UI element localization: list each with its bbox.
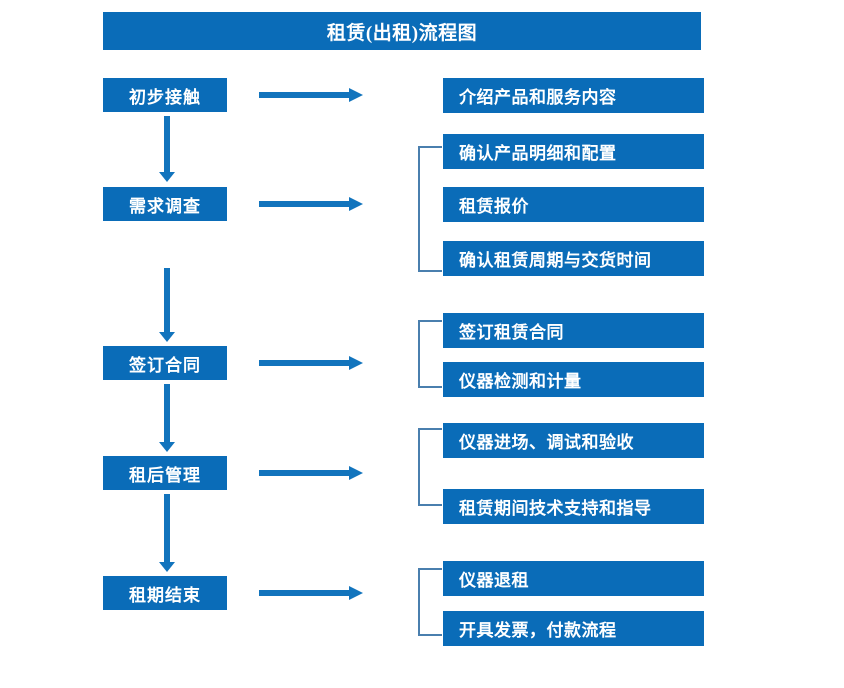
detail-box-开具发票付款流程[interactable]: 开具发票，付款流程 [443, 611, 704, 646]
detail-box-介绍产品和服务内容[interactable]: 介绍产品和服务内容 [443, 78, 704, 113]
stage-box-租后管理[interactable]: 租后管理 [103, 456, 227, 490]
arrow-head [349, 586, 363, 600]
arrow-head [349, 197, 363, 211]
right-arrow-租后管理 [259, 466, 363, 480]
arrow-head [159, 442, 175, 452]
arrow-head [159, 332, 175, 342]
arrow-head [159, 562, 175, 572]
arrow-shaft [164, 494, 170, 562]
arrow-head [349, 88, 363, 102]
right-arrow-签订合同 [259, 356, 363, 370]
arrow-shaft [164, 268, 170, 332]
arrow-shaft [259, 92, 349, 98]
group-bracket-租后管理 [418, 428, 442, 506]
arrow-head [159, 172, 175, 182]
right-arrow-初步接触 [259, 88, 363, 102]
stage-box-签订合同[interactable]: 签订合同 [103, 346, 227, 380]
detail-box-确认租赁周期与交货时间[interactable]: 确认租赁周期与交货时间 [443, 241, 704, 276]
arrow-shaft [259, 201, 349, 207]
detail-box-仪器检测和计量[interactable]: 仪器检测和计量 [443, 362, 704, 397]
arrow-shaft [259, 360, 349, 366]
arrow-shaft [259, 470, 349, 476]
detail-box-租赁报价[interactable]: 租赁报价 [443, 187, 704, 222]
arrow-shaft [164, 384, 170, 442]
detail-box-仪器退租[interactable]: 仪器退租 [443, 561, 704, 596]
detail-box-签订租赁合同[interactable]: 签订租赁合同 [443, 313, 704, 348]
right-arrow-需求调查 [259, 197, 363, 211]
flowchart-title: 租赁(出租)流程图 [103, 12, 701, 50]
stage-box-初步接触[interactable]: 初步接触 [103, 78, 227, 112]
detail-box-仪器进场调试和验收[interactable]: 仪器进场、调试和验收 [443, 423, 704, 458]
group-bracket-签订合同 [418, 320, 442, 388]
right-arrow-租期结束 [259, 586, 363, 600]
detail-box-租赁期间技术支持和指导[interactable]: 租赁期间技术支持和指导 [443, 489, 704, 524]
arrow-shaft [259, 590, 349, 596]
detail-box-确认产品明细和配置[interactable]: 确认产品明细和配置 [443, 134, 704, 169]
group-bracket-需求调查 [418, 146, 442, 272]
stage-box-租期结束[interactable]: 租期结束 [103, 576, 227, 610]
stage-box-需求调查[interactable]: 需求调查 [103, 187, 227, 221]
arrow-shaft [164, 116, 170, 172]
arrow-head [349, 466, 363, 480]
group-bracket-租期结束 [418, 568, 442, 636]
arrow-head [349, 356, 363, 370]
